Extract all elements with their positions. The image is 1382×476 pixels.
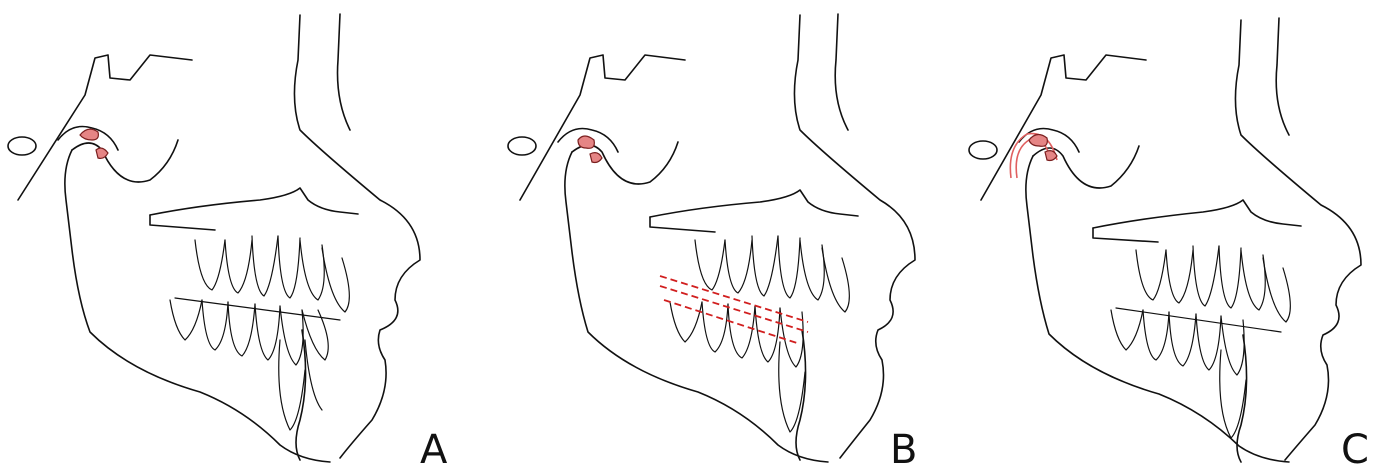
occlusal-plane-dashes bbox=[660, 276, 808, 344]
teeth bbox=[170, 236, 349, 430]
skull-tracing-b bbox=[460, 0, 920, 476]
skull-tracing-c bbox=[921, 0, 1381, 476]
panel-label: A bbox=[420, 430, 447, 470]
panel-c: C bbox=[921, 0, 1381, 476]
tracing-lines bbox=[969, 18, 1361, 462]
tracing-lines bbox=[8, 14, 420, 462]
skull-tracing-a bbox=[0, 0, 460, 476]
panel-a: A bbox=[0, 0, 460, 476]
panel-b: B bbox=[460, 0, 920, 476]
panel-label: C bbox=[1341, 430, 1369, 470]
panel-label: B bbox=[890, 430, 917, 470]
tracing-lines bbox=[508, 14, 915, 462]
teeth bbox=[670, 236, 849, 432]
teeth bbox=[1111, 246, 1290, 438]
